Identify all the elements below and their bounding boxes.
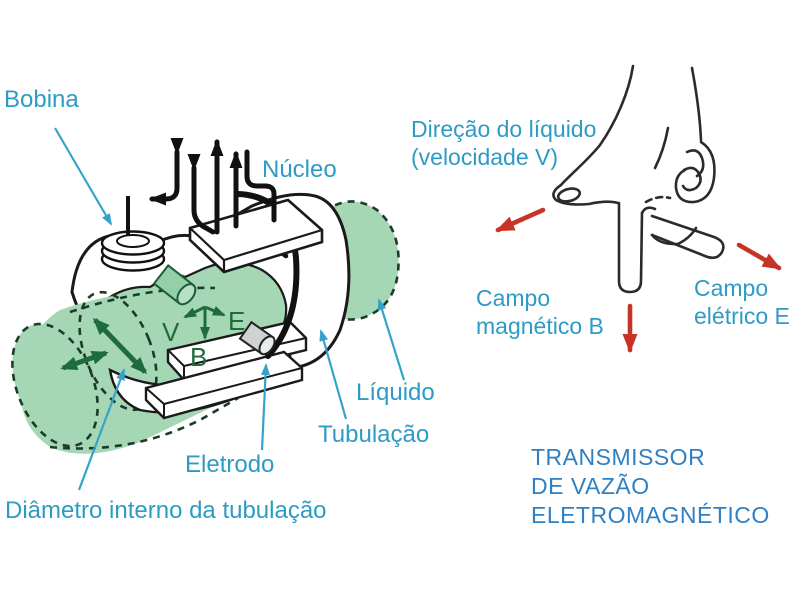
label-tubulacao: Tubulação xyxy=(318,421,430,448)
bobina-pointer xyxy=(54,127,113,226)
middle-finger-outline xyxy=(650,214,725,260)
diagram-title-line2: DE VAZÃO xyxy=(531,473,650,499)
liquido-pointer xyxy=(377,298,406,381)
label-nucleo: Núcleo xyxy=(262,156,337,183)
diagram-title-line1: TRANSMISSOR xyxy=(531,444,706,470)
label-liquido: Líquido xyxy=(356,379,435,406)
hand-illustration xyxy=(552,64,726,294)
label-campo-magnetico: Campo magnético B xyxy=(476,284,604,340)
label-diametro: Diâmetro interno da tubulação xyxy=(5,497,327,524)
label-bobina: Bobina xyxy=(4,86,79,113)
diagram-title: TRANSMISSOR DE VAZÃO ELETROMAGNÉTICO xyxy=(531,443,770,530)
label-liquid-direction-line2: (velocidade V) xyxy=(411,144,559,170)
vector-label-v: V xyxy=(162,317,180,347)
diagram-title-line3: ELETROMAGNÉTICO xyxy=(531,502,770,528)
pipe-cross-section xyxy=(78,290,158,412)
curled-finger-nail xyxy=(685,149,705,178)
arrow-electric-field xyxy=(736,242,782,271)
knuckle-crease xyxy=(644,195,672,204)
label-campo-eletrico-line2: elétrico E xyxy=(694,303,790,329)
curled-finger-segment xyxy=(681,166,702,192)
label-campo-magnetico-line1: Campo xyxy=(476,285,551,311)
palm-tendon-line xyxy=(653,126,670,170)
diametro-pointer xyxy=(77,368,126,491)
index-middle-web xyxy=(640,206,657,215)
tubulacao-pointer xyxy=(319,329,348,420)
eletrodo-pointer xyxy=(260,363,271,451)
label-campo-eletrico: Campo elétrico E xyxy=(694,274,790,330)
coil-wire-loop xyxy=(235,191,300,359)
pipe-left-bottom-edge xyxy=(49,396,239,450)
current-arrow-wires xyxy=(149,138,277,235)
vector-label-e: E xyxy=(228,306,246,336)
hand-left-thumb-outline xyxy=(552,64,635,206)
electrode-top xyxy=(152,264,197,306)
label-liquid-direction: Direção do líquido (velocidade V) xyxy=(411,115,596,171)
label-eletrodo: Eletrodo xyxy=(185,451,275,478)
coil xyxy=(100,230,166,272)
pipe-left-top-edge xyxy=(69,286,216,314)
core-plate xyxy=(188,198,324,274)
palm-heel-line xyxy=(650,226,698,246)
core-plate-edges xyxy=(189,227,323,272)
diameter-arrows xyxy=(60,317,148,375)
right-wrist-line xyxy=(690,66,703,142)
curled-fingers-outline xyxy=(674,140,716,204)
electrode-right xyxy=(238,320,276,356)
field-arrows xyxy=(495,207,782,353)
vbe-vector-arrows xyxy=(183,305,226,340)
bottom-slab-front-edge xyxy=(145,367,303,418)
thumb-nail xyxy=(556,187,582,203)
label-campo-eletrico-line1: Campo xyxy=(694,275,769,301)
label-liquid-direction-line1: Direção do líquido xyxy=(411,116,597,142)
label-campo-magnetico-line2: magnético B xyxy=(476,313,604,339)
label-pointer-arrows xyxy=(54,127,406,491)
flowmeter-body-group xyxy=(11,138,400,454)
hand-silhouette xyxy=(552,66,726,293)
arrow-liquid-direction xyxy=(495,207,546,233)
index-finger-outline xyxy=(617,201,644,294)
vector-label-b: B xyxy=(190,342,208,372)
